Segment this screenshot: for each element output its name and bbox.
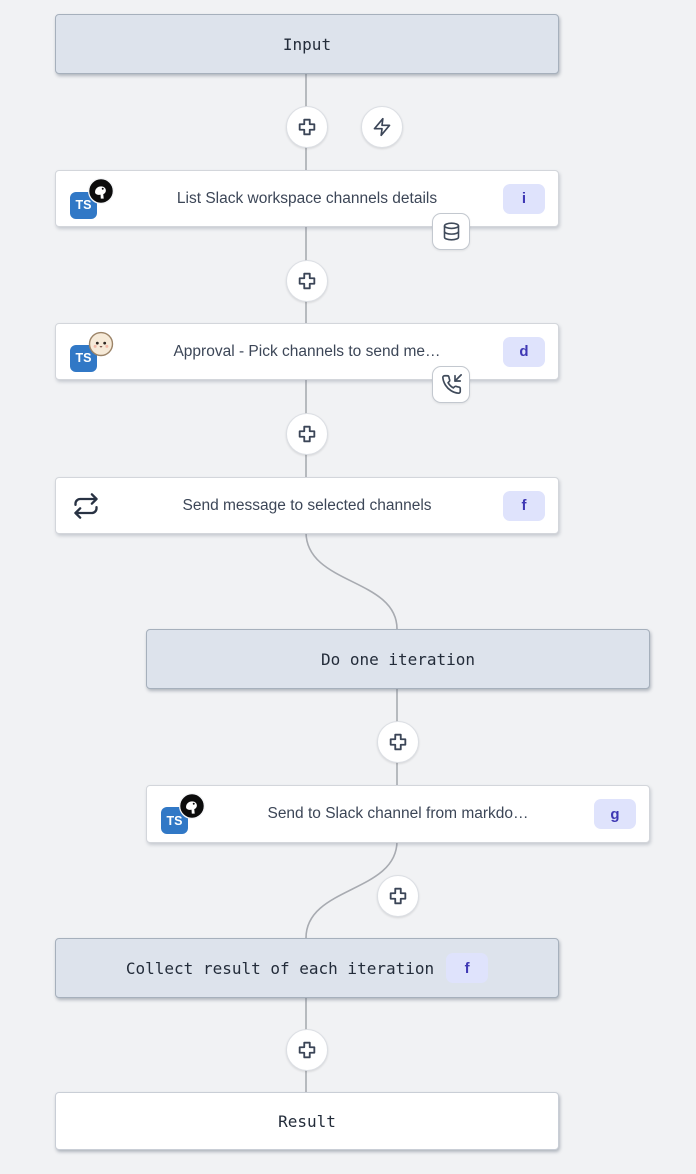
ts-icon-label: TS — [75, 351, 92, 365]
phone-incoming-icon — [441, 374, 462, 395]
add-step-button-2[interactable] — [286, 260, 328, 302]
plus-icon — [298, 425, 316, 443]
repeat-loop-icon — [74, 492, 98, 519]
deno-icon — [88, 177, 114, 204]
suspend-indicator — [432, 366, 470, 403]
step-id-badge: g — [594, 799, 636, 829]
plus-icon — [298, 118, 316, 136]
step-id-badge: f — [503, 490, 545, 521]
step-id-badge: f — [446, 953, 489, 983]
typescript-deno-icon: TS — [161, 793, 205, 835]
node-title: Send message to selected channels — [182, 496, 432, 514]
node-list-slack-channels[interactable]: TS List Slack workspace channels details… — [55, 170, 559, 250]
step-id-badge: d — [503, 336, 545, 367]
ts-icon-label: TS — [75, 198, 92, 212]
node-approval-pick-channels[interactable]: TS Approval - Pick channels to send me… … — [55, 323, 559, 403]
node-collect-result[interactable]: Collect result of each iteration f — [55, 938, 559, 998]
bun-icon — [88, 331, 114, 356]
plus-icon — [389, 887, 407, 905]
plus-icon — [298, 1041, 316, 1059]
plus-icon — [298, 272, 316, 290]
node-input-label: Input — [282, 34, 332, 54]
node-do-one-iteration[interactable]: Do one iteration — [146, 629, 650, 689]
node-title: Send to Slack channel from markdo… — [267, 805, 529, 822]
add-step-button-4[interactable] — [377, 721, 419, 763]
zap-icon — [373, 117, 391, 137]
typescript-deno-icon: TS — [70, 177, 114, 220]
add-trigger-button[interactable] — [361, 106, 403, 148]
node-result[interactable]: Result — [55, 1092, 559, 1150]
ts-icon-label: TS — [166, 813, 183, 828]
node-forloop-send-message[interactable]: Send message to selected channels f — [55, 477, 559, 534]
add-step-button-5[interactable] — [377, 875, 419, 917]
node-title: Approval - Pick channels to send me… — [173, 342, 441, 360]
add-step-button-6[interactable] — [286, 1029, 328, 1071]
deno-icon — [179, 793, 205, 819]
step-id-badge: i — [503, 183, 545, 214]
node-result-label: Result — [278, 1111, 336, 1131]
node-title: List Slack workspace channels details — [176, 189, 438, 207]
add-step-button-1[interactable] — [286, 106, 328, 148]
node-send-to-slack-markdown[interactable]: TS Send to Slack channel from markdo… g — [146, 785, 650, 843]
node-input[interactable]: Input — [55, 14, 559, 74]
add-step-button-3[interactable] — [286, 413, 328, 455]
node-title: Collect result of each iteration — [125, 958, 435, 978]
cache-indicator — [432, 213, 470, 250]
database-icon — [443, 222, 459, 241]
typescript-bun-icon: TS — [70, 331, 114, 373]
plus-icon — [389, 733, 407, 751]
node-title: Do one iteration — [320, 649, 476, 669]
